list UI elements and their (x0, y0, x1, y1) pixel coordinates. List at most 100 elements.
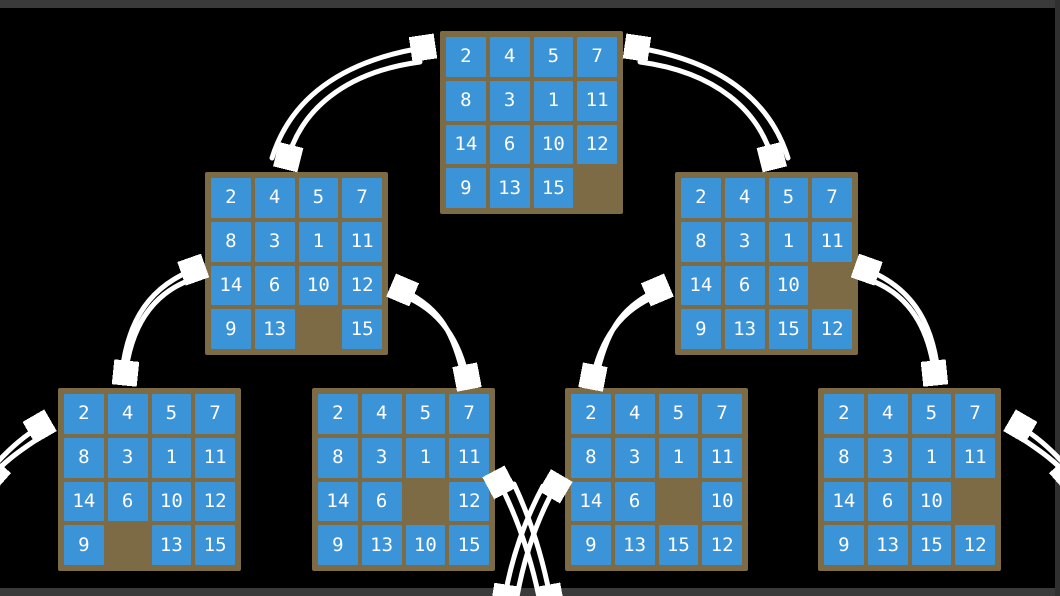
puzzle-tile: 9 (318, 525, 358, 565)
puzzle-tile: 12 (812, 309, 852, 349)
puzzle-tile: 5 (405, 394, 446, 434)
puzzle-tile: 12 (577, 124, 617, 165)
puzzle-tile: 4 (867, 394, 908, 434)
puzzle-tile: 11 (342, 221, 382, 262)
puzzle-tile: 12 (702, 525, 742, 565)
puzzle-tile: 13 (489, 168, 530, 208)
puzzle-tile: 1 (658, 437, 699, 478)
arrow-bottomsecond-to-offscreenbottom (511, 481, 551, 596)
puzzle-tile: 11 (702, 437, 742, 478)
empty-cell (577, 168, 617, 208)
puzzle-tile: 2 (571, 394, 611, 434)
puzzle-tile: 13 (614, 525, 655, 565)
arrow-bottomthird-to-midright (595, 288, 662, 373)
puzzle-tile: 14 (571, 481, 611, 522)
arrow-root-to-midleft (287, 59, 423, 162)
puzzle-tile: 6 (724, 265, 765, 306)
puzzle-tile: 3 (489, 80, 530, 121)
puzzle-tile: 11 (195, 437, 235, 478)
puzzle-tile: 4 (489, 37, 530, 77)
puzzle-tile: 2 (824, 394, 864, 434)
empty-cell (812, 266, 852, 306)
puzzle-tile: 14 (211, 265, 251, 306)
window-right-bar (1055, 0, 1060, 596)
puzzle-tile: 10 (405, 525, 446, 565)
puzzle-tile: 10 (151, 481, 192, 522)
arrow-midright-to-root (632, 47, 791, 161)
arrow-midleft-to-bottomsecond (399, 292, 468, 382)
puzzle-tile: 15 (533, 168, 574, 208)
puzzle-tile: 4 (724, 178, 765, 218)
puzzle-tile: 6 (489, 124, 530, 165)
arrow-bottomfirst-to-midleft (119, 268, 198, 375)
puzzle-tile: 3 (107, 437, 148, 478)
puzzle-tile: 7 (702, 394, 742, 434)
puzzle-tile: 10 (911, 481, 952, 522)
puzzle-tile: 7 (195, 394, 235, 434)
puzzle-tile: 9 (211, 309, 251, 349)
puzzle-tile: 11 (449, 437, 489, 478)
window-bottom-bar (0, 588, 1060, 596)
arrow-offscreenbottom-to-bottomsecond (497, 478, 542, 596)
puzzle-tile: 5 (768, 178, 809, 218)
puzzle-tile: 2 (211, 178, 251, 218)
puzzle-tile: 8 (446, 80, 486, 121)
puzzle-tile: 8 (824, 437, 864, 478)
puzzle-tile: 7 (955, 394, 995, 434)
puzzle-tile: 4 (107, 394, 148, 434)
puzzle-tile: 1 (151, 437, 192, 478)
puzzle-tile: 5 (151, 394, 192, 434)
arrow-midright-to-bottomfourth (867, 277, 935, 378)
puzzle-tile: 4 (361, 394, 402, 434)
puzzle-tile: 10 (768, 265, 809, 306)
puzzle-tile: 13 (361, 525, 402, 565)
puzzle-tile: 2 (318, 394, 358, 434)
puzzle-tile: 3 (867, 437, 908, 478)
puzzle-tile: 9 (681, 309, 721, 349)
puzzle-tile: 7 (577, 37, 617, 77)
puzzle-tile: 14 (64, 481, 104, 522)
puzzle-tile: 5 (658, 394, 699, 434)
puzzle-tile: 4 (254, 178, 295, 218)
puzzle-tile: 13 (254, 309, 295, 349)
puzzle-tile: 2 (446, 37, 486, 77)
puzzle-tile: 10 (533, 124, 574, 165)
puzzle-tile: 3 (724, 221, 765, 262)
arrow-offscreenright-to-bottomfourth (1016, 424, 1060, 464)
puzzle-tile: 15 (195, 525, 235, 565)
arrow-bottomfirst-to-offscreenleft (0, 437, 39, 478)
puzzle-tile: 9 (64, 525, 104, 565)
puzzle-tile: 6 (254, 265, 295, 306)
puzzle-tile: 15 (911, 525, 952, 565)
puzzle-tile: 14 (318, 481, 358, 522)
puzzle-tile: 3 (361, 437, 402, 478)
arrow-root-to-midright (637, 59, 773, 162)
arrow-offscreenleft-to-bottomfirst (0, 424, 44, 464)
arrow-midright-to-bottomthird (592, 292, 661, 382)
puzzle-tile: 3 (254, 221, 295, 262)
puzzle-tile: 11 (812, 221, 852, 262)
puzzle-tile: 14 (446, 124, 486, 165)
puzzle-tile: 10 (702, 481, 742, 522)
puzzle-tile: 12 (195, 481, 235, 522)
puzzle-tile: 2 (681, 178, 721, 218)
puzzle-tile: 1 (405, 437, 446, 478)
puzzle-tile: 12 (449, 481, 489, 522)
arrow-midleft-to-bottomfirst (125, 277, 193, 378)
puzzle-tile: 7 (449, 394, 489, 434)
puzzle-tile: 11 (955, 437, 995, 478)
puzzle-tile: 6 (107, 481, 148, 522)
puzzle-tile: 7 (812, 178, 852, 218)
puzzle-tile: 13 (867, 525, 908, 565)
puzzle-tile: 6 (867, 481, 908, 522)
arrow-offscreenbottom-to-bottomthird (514, 482, 558, 596)
puzzle-tile: 5 (298, 178, 339, 218)
puzzle-tile: 8 (211, 221, 251, 262)
puzzle-tile: 1 (298, 221, 339, 262)
window-top-bar (0, 0, 1060, 8)
puzzle-tile: 9 (571, 525, 611, 565)
